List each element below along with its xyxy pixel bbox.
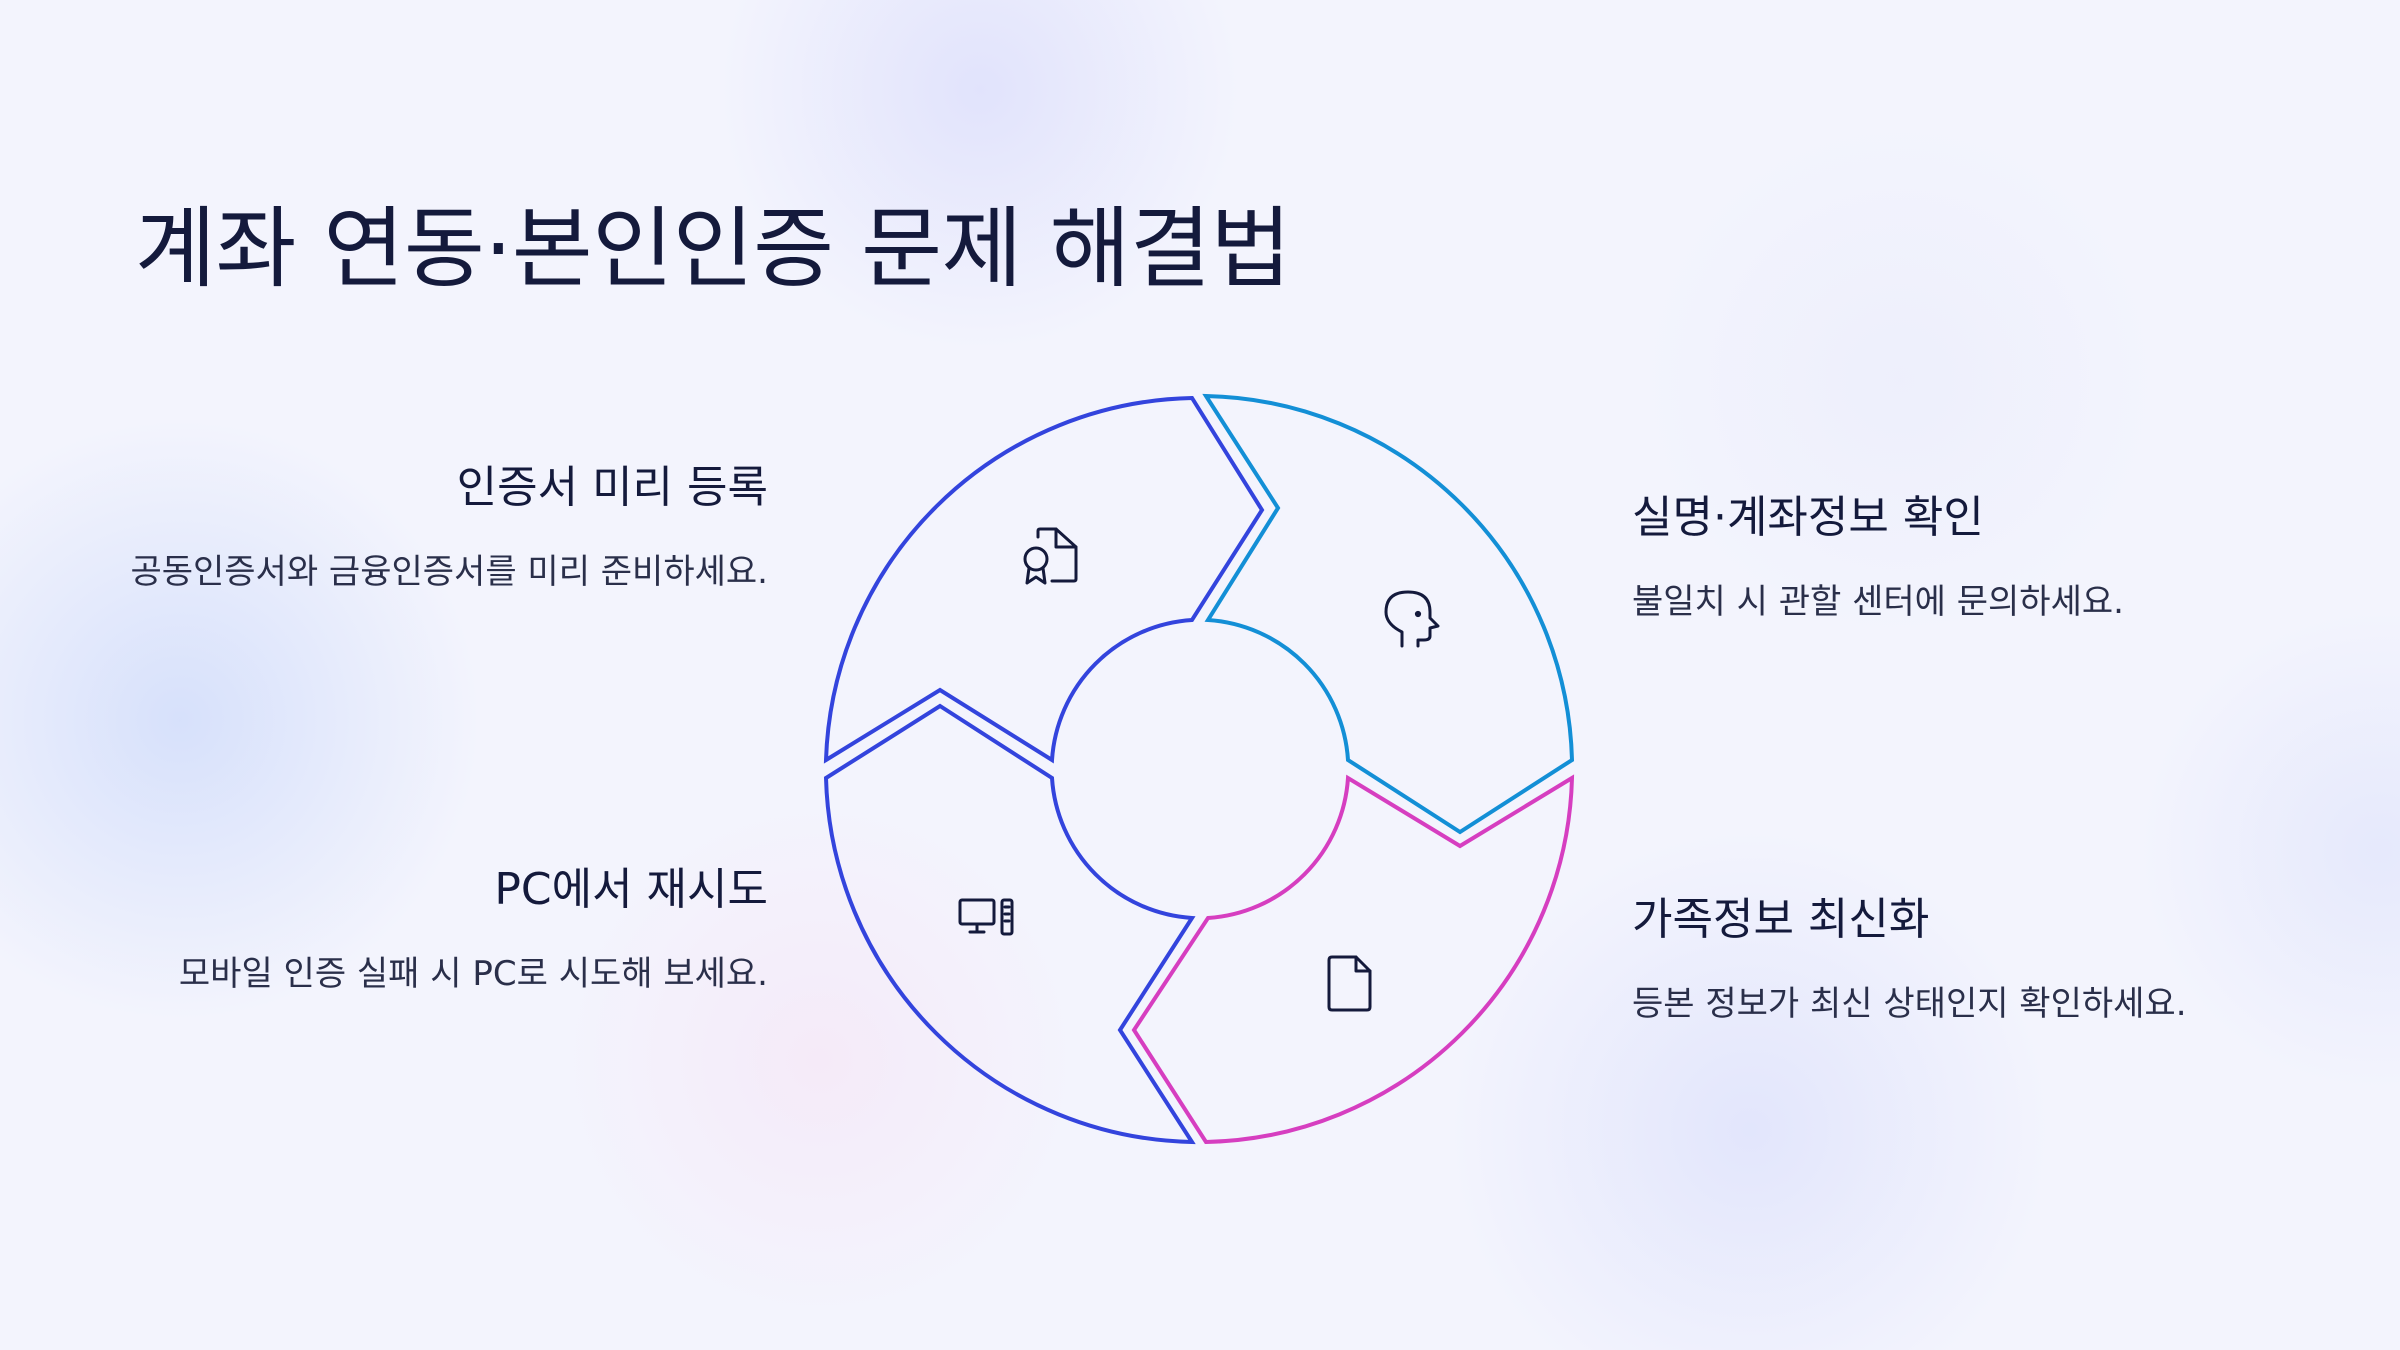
- segment-identity: [1202, 393, 1575, 835]
- page-title: 계좌 연동·본인인증 문제 해결법: [135, 197, 1291, 300]
- step-title: 인증서 미리 등록: [456, 462, 768, 513]
- step-description: 모바일 인증 실패 시 PC로 시도해 보세요.: [178, 953, 768, 994]
- desktop-computer-icon: [958, 898, 1014, 936]
- segment-certificate: [823, 395, 1265, 764]
- segment-pc: [823, 703, 1196, 1145]
- segment-family: [1131, 774, 1575, 1145]
- step-title: 가족정보 최신화: [1632, 894, 1930, 945]
- step-description: 공동인증서와 금융인증서를 미리 준비하세요.: [130, 551, 768, 592]
- step-description: 불일치 시 관할 센터에 문의하세요.: [1632, 581, 2124, 622]
- step-pc: PC에서 재시도 모바일 인증 실패 시 PC로 시도해 보세요.: [128, 864, 768, 1005]
- person-head-icon: [1384, 590, 1440, 648]
- step-title: 실명·계좌정보 확인: [1632, 492, 1984, 543]
- certificate-icon: [1023, 527, 1078, 585]
- step-description: 등본 정보가 최신 상태인지 확인하세요.: [1632, 983, 2187, 1024]
- document-icon: [1327, 955, 1372, 1012]
- step-identity: 실명·계좌정보 확인 불일치 시 관할 센터에 문의하세요.: [1632, 492, 2272, 633]
- step-family: 가족정보 최신화 등본 정보가 최신 상태인지 확인하세요.: [1632, 894, 2272, 1035]
- step-title: PC에서 재시도: [494, 864, 768, 915]
- step-certificate: 인증서 미리 등록 공동인증서와 금융인증서를 미리 준비하세요.: [128, 462, 768, 603]
